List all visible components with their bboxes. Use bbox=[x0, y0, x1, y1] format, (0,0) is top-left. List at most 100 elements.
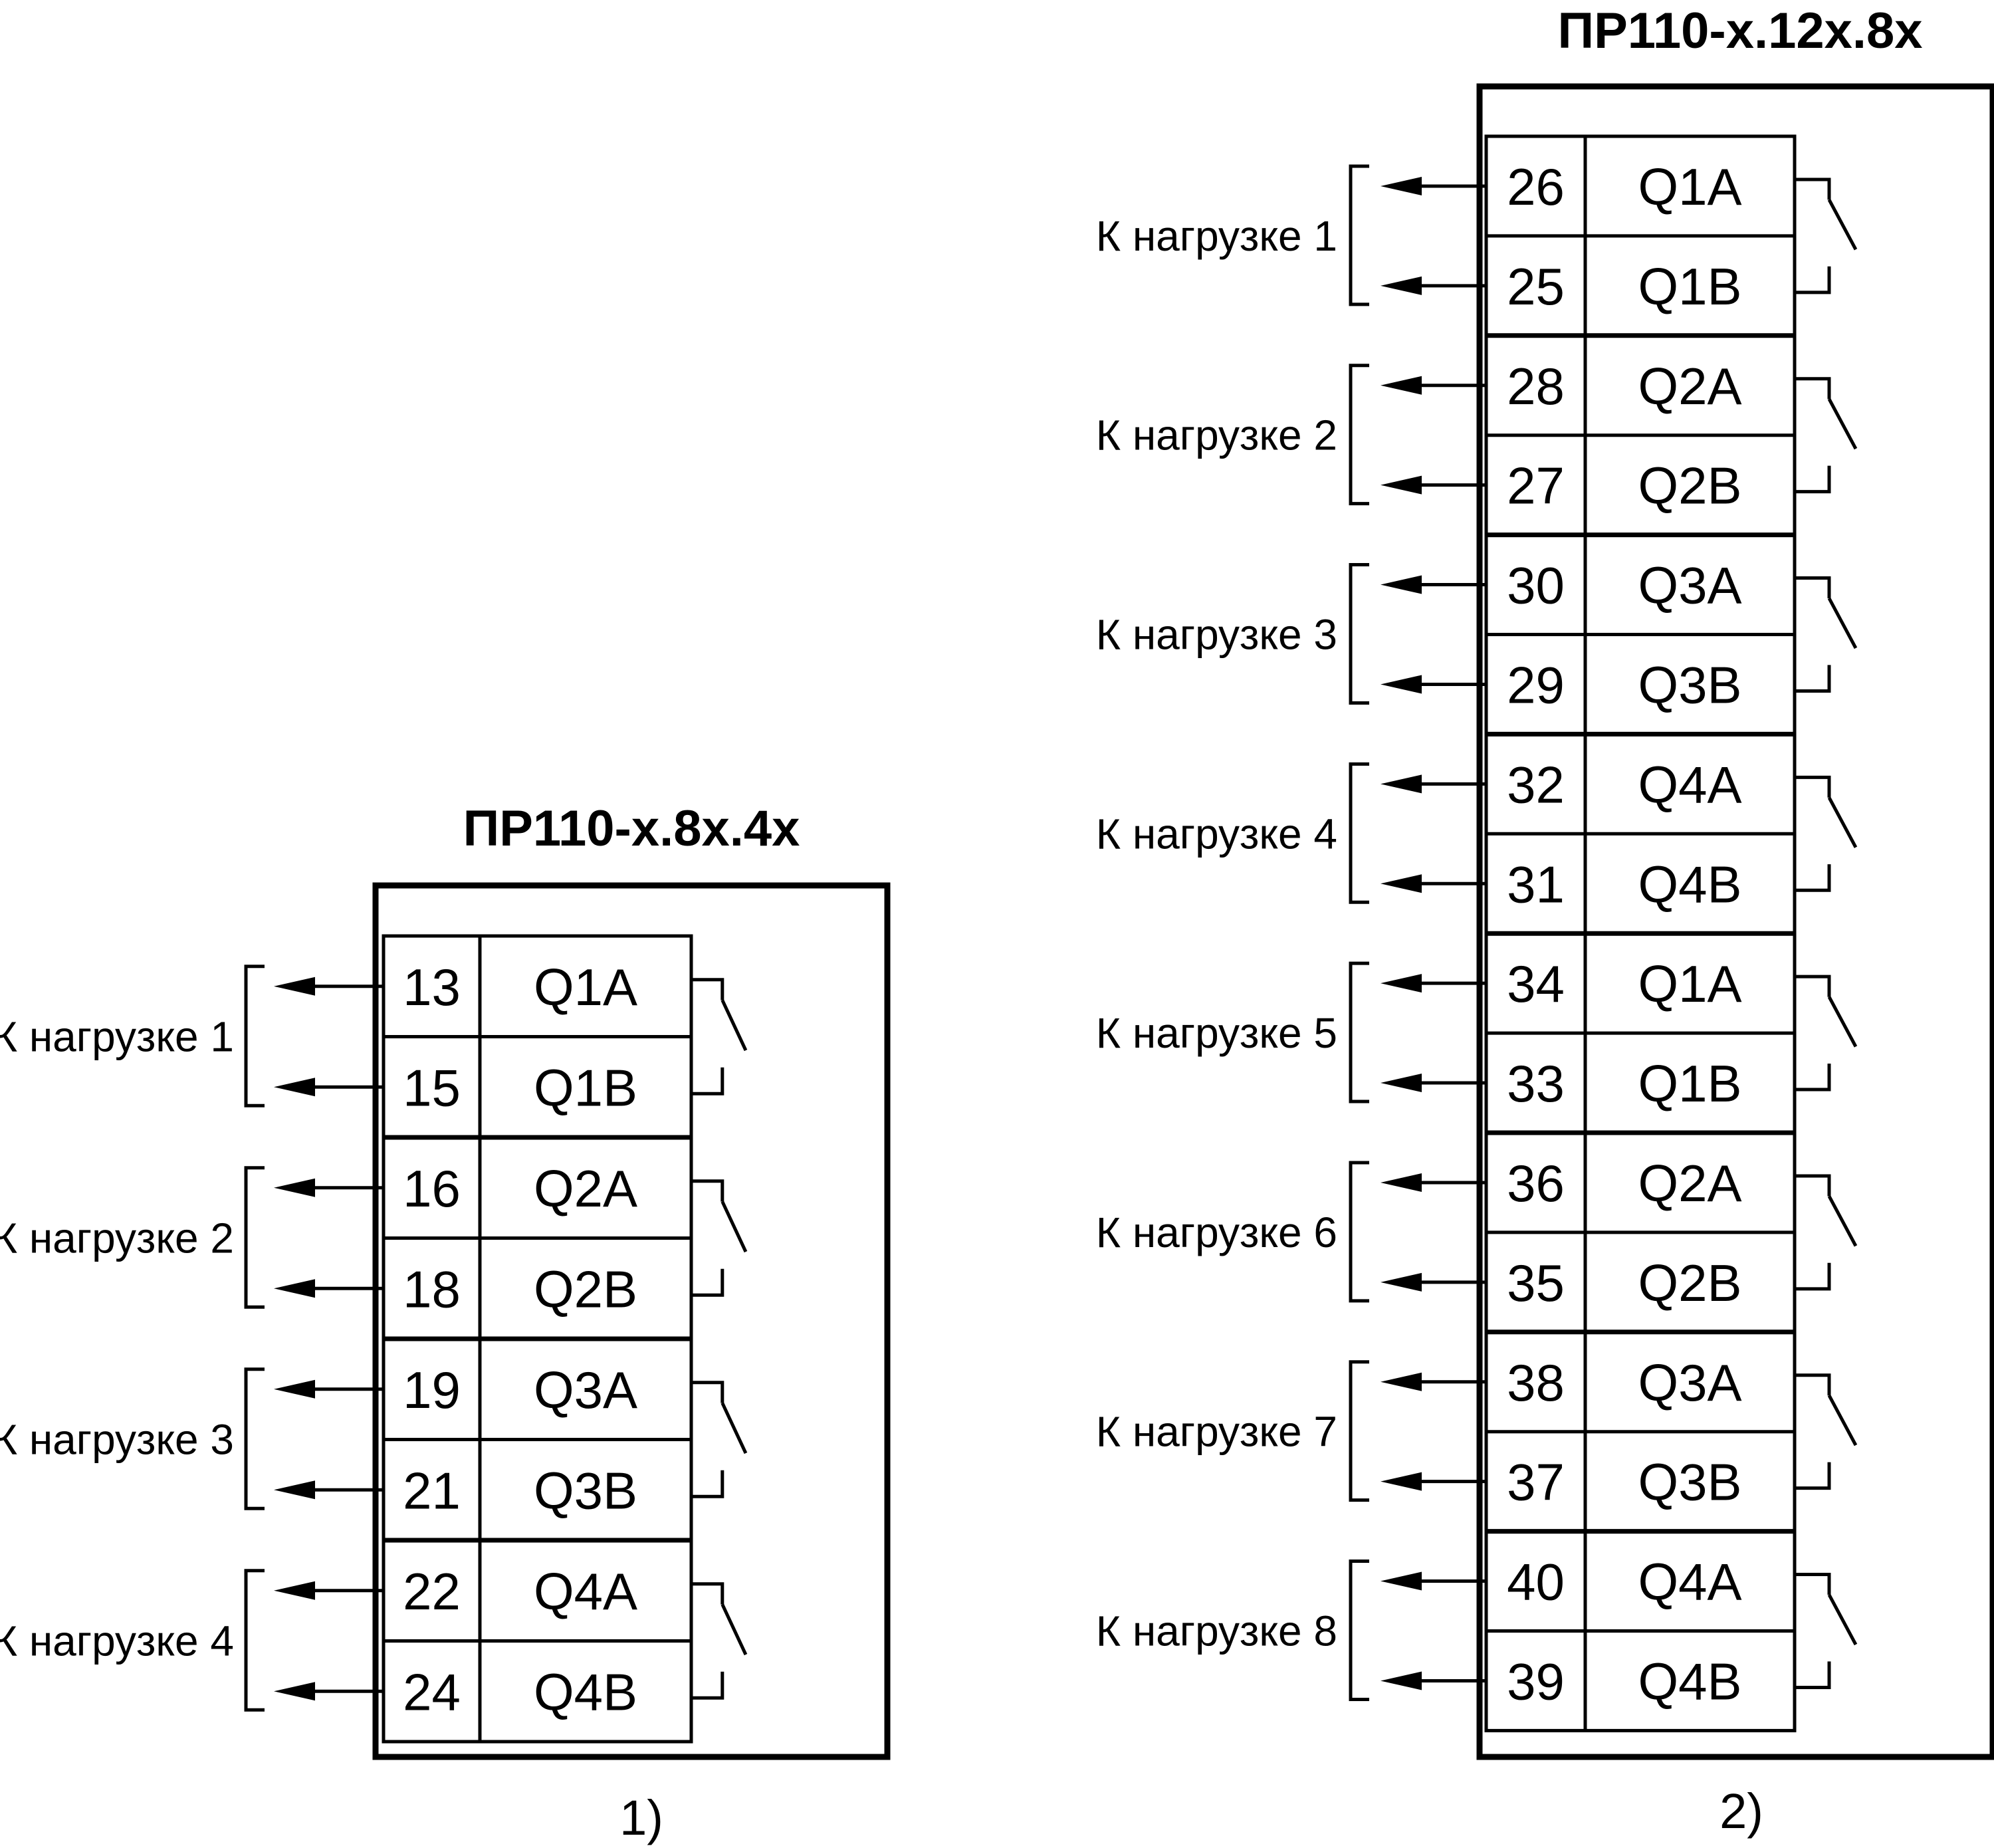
relay-contact-blade bbox=[1827, 1195, 1858, 1247]
relay-contact-b bbox=[1795, 864, 1831, 892]
terminal-pin-number: 28 bbox=[1507, 357, 1565, 415]
relay-contact-icon bbox=[1795, 1373, 1858, 1490]
load-label: К нагрузке 7 bbox=[1096, 1408, 1337, 1456]
arrow-head-icon bbox=[1381, 874, 1422, 893]
terminal-signal-label: Q3B bbox=[534, 1461, 637, 1520]
arrow-head-icon bbox=[274, 1078, 315, 1097]
terminal-pin-number: 40 bbox=[1507, 1553, 1565, 1611]
relay-contact-blade bbox=[1827, 199, 1858, 251]
relay-contact-a bbox=[1795, 1373, 1831, 1396]
relay-contact-blade bbox=[1827, 597, 1858, 649]
terminal-pin-number: 16 bbox=[403, 1159, 461, 1218]
relay-contact-a bbox=[1795, 1573, 1831, 1595]
relay-contact-a bbox=[1795, 177, 1831, 200]
arrow-head-icon bbox=[1381, 176, 1422, 195]
relay-contact-icon bbox=[1795, 775, 1858, 892]
terminal-signal-label: Q4B bbox=[1638, 855, 1741, 913]
load-label: К нагрузке 5 bbox=[1096, 1009, 1337, 1057]
load-bracket bbox=[244, 1166, 265, 1309]
terminal-signal-label: Q1B bbox=[534, 1058, 637, 1117]
relay-contact-icon bbox=[691, 1381, 748, 1498]
load-bracket bbox=[1349, 1360, 1369, 1502]
arrow-head-icon bbox=[1381, 675, 1422, 694]
diagram-caption: 2) bbox=[1719, 1784, 1763, 1839]
terminal-pin-number: 18 bbox=[403, 1260, 461, 1318]
terminal-pin-number: 22 bbox=[403, 1562, 461, 1621]
arrow-head-icon bbox=[1381, 376, 1422, 395]
arrow-head-icon bbox=[1381, 575, 1422, 594]
terminal-pin-number: 32 bbox=[1507, 755, 1565, 814]
load-label: К нагрузке 8 bbox=[1096, 1607, 1337, 1655]
relay-contact-blade bbox=[720, 999, 748, 1052]
terminal-pin-number: 24 bbox=[403, 1663, 461, 1721]
arrow-head-icon bbox=[274, 1178, 315, 1197]
terminal-pin-number: 37 bbox=[1507, 1453, 1565, 1512]
terminal-signal-label: Q4A bbox=[534, 1562, 637, 1621]
relay-contact-icon bbox=[1795, 975, 1858, 1092]
terminal-pin-number: 39 bbox=[1507, 1652, 1565, 1710]
terminal-pin-number: 34 bbox=[1507, 955, 1565, 1013]
relay-contact-blade bbox=[720, 1201, 748, 1253]
terminal-signal-label: Q2B bbox=[1638, 457, 1741, 515]
diagram-title: ПР110-х.12х.8х bbox=[1557, 3, 1922, 59]
relay-contact-a bbox=[1795, 1174, 1831, 1197]
relay-contact-blade bbox=[1827, 1593, 1858, 1646]
relay-contact-icon bbox=[691, 978, 748, 1096]
load-label: К нагрузке 4 bbox=[1096, 810, 1337, 858]
terminal-signal-label: Q4A bbox=[1638, 755, 1741, 814]
relay-contact-blade bbox=[720, 1402, 748, 1454]
load-label: К нагрузке 4 bbox=[0, 1617, 234, 1665]
terminal-pin-number: 21 bbox=[403, 1461, 461, 1520]
relay-contact-blade bbox=[1827, 996, 1858, 1048]
relay-contact-b bbox=[691, 1067, 724, 1096]
terminal-signal-label: Q4B bbox=[534, 1663, 637, 1721]
device-housing bbox=[372, 882, 891, 1760]
terminal-signal-label: Q3B bbox=[1638, 1453, 1741, 1512]
arrow-head-icon bbox=[1381, 1272, 1422, 1292]
relay-contact-b bbox=[1795, 1661, 1831, 1689]
arrow-head-icon bbox=[274, 1279, 315, 1298]
load-bracket bbox=[1349, 364, 1369, 506]
terminal-signal-label: Q2A bbox=[1638, 1154, 1741, 1213]
arrow-head-icon bbox=[274, 1379, 315, 1399]
terminal-pin-number: 27 bbox=[1507, 457, 1565, 515]
terminal-signal-label: Q2A bbox=[534, 1159, 637, 1218]
relay-contact-b bbox=[1795, 1462, 1831, 1490]
arrow-head-icon bbox=[274, 977, 315, 996]
relay-contact-icon bbox=[691, 1179, 748, 1297]
relay-contact-a bbox=[691, 1179, 724, 1202]
relay-contact-a bbox=[691, 1582, 724, 1605]
terminal-signal-label: Q3A bbox=[1638, 556, 1741, 615]
arrow-head-icon bbox=[1381, 475, 1422, 495]
load-label: К нагрузке 6 bbox=[1096, 1209, 1337, 1256]
arrow-head-icon bbox=[274, 1480, 315, 1500]
arrow-head-icon bbox=[1381, 1571, 1422, 1591]
load-label: К нагрузке 1 bbox=[0, 1013, 234, 1061]
relay-contact-a bbox=[1795, 576, 1831, 599]
arrow-head-icon bbox=[1381, 1472, 1422, 1491]
load-bracket bbox=[1349, 164, 1369, 306]
relay-contact-b bbox=[1795, 665, 1831, 693]
load-bracket bbox=[1349, 762, 1369, 904]
relay-contact-b bbox=[691, 1470, 724, 1498]
terminal-pin-number: 35 bbox=[1507, 1254, 1565, 1312]
arrow-head-icon bbox=[1381, 276, 1422, 295]
relay-contact-icon bbox=[1795, 1174, 1858, 1291]
terminal-pin-number: 13 bbox=[403, 958, 461, 1016]
terminal-signal-label: Q4A bbox=[1638, 1553, 1741, 1611]
load-bracket bbox=[244, 1367, 265, 1510]
terminal-pin-number: 25 bbox=[1507, 257, 1565, 316]
relay-contact-icon bbox=[1795, 177, 1858, 294]
relay-contact-b bbox=[1795, 266, 1831, 294]
terminal-pin-number: 38 bbox=[1507, 1353, 1565, 1412]
terminal-signal-label: Q1A bbox=[1638, 158, 1741, 216]
load-bracket bbox=[244, 1569, 265, 1712]
terminal-signal-label: Q1B bbox=[1638, 257, 1741, 316]
terminal-signal-label: Q3A bbox=[1638, 1353, 1741, 1412]
load-bracket bbox=[1349, 961, 1369, 1103]
arrow-head-icon bbox=[1381, 974, 1422, 993]
terminal-pin-number: 19 bbox=[403, 1361, 461, 1419]
terminal-signal-label: Q3B bbox=[1638, 655, 1741, 714]
